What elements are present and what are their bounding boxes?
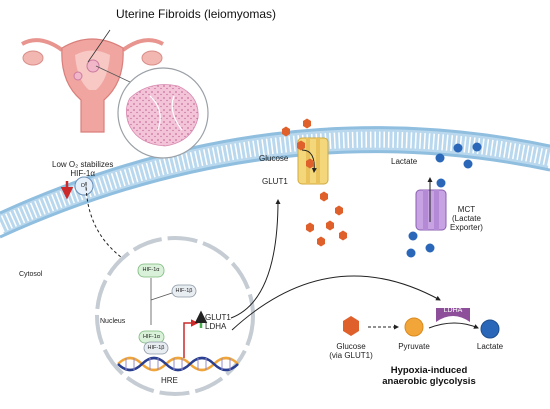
glucose-via-glut1-label: Glucose (via GLUT1) <box>329 342 373 361</box>
diagram-title: Uterine Fibroids (leiomyomas) <box>116 7 277 21</box>
glut1-label: GLUT1 <box>262 177 288 186</box>
nucleus-label: Nucleus <box>100 318 126 325</box>
pyruvate-circle <box>404 317 424 337</box>
ldha-enzyme-label: LDHA <box>443 307 463 314</box>
target-genes-label: GLUT1 LDHA <box>205 313 231 332</box>
pyruvate-label: Pyruvate <box>398 342 430 351</box>
transcription-arrow <box>183 319 199 358</box>
hif-connector-2 <box>150 292 173 301</box>
glucose-molecules <box>282 118 347 247</box>
uterus-illustration <box>21 38 164 133</box>
low-oxygen-note: Low O₂ stabilizes HIF-1α <box>52 160 114 179</box>
ldha-expression-arrow <box>231 275 441 331</box>
nucleus <box>95 236 255 396</box>
hif1a-protein-cytosol <box>137 263 165 278</box>
hif1a-label: HIF-1α <box>142 267 160 273</box>
hif1b-dimer-label: HIF-1β <box>147 345 165 351</box>
o2-symbol-label: O₂ <box>80 183 88 189</box>
glucose-uptake-arrow <box>301 149 317 173</box>
hre-label: HRE <box>161 376 178 385</box>
lactate-molecules <box>406 142 482 258</box>
glucose-pathway-hexagon <box>343 316 359 336</box>
hif1b-protein <box>171 284 197 298</box>
pyruvate-to-lactate-arrow <box>428 322 479 329</box>
mct-transporter <box>415 189 447 231</box>
pathway-title: Hypoxia-induced anaerobic glycolysis <box>382 365 476 387</box>
glut1-expression-arrow <box>230 199 281 319</box>
hif1b-dimer <box>143 341 169 355</box>
glucose-label: Glucose <box>259 154 289 163</box>
fibroid-histology-circle <box>117 67 209 159</box>
lactate-label: Lactate <box>391 157 418 166</box>
title-pointer-line <box>87 29 111 63</box>
ldha-enzyme <box>436 308 470 322</box>
lactate-product-circle <box>480 319 500 339</box>
zoom-pointer-line <box>95 65 131 83</box>
lactate-product-label: Lactate <box>476 342 504 351</box>
cytosol-label: Cytosol <box>19 271 43 278</box>
hif1a-dimer-label: HIF-1α <box>143 334 160 340</box>
hif1b-label: HIF-1β <box>175 288 193 294</box>
low-oxygen-indicator <box>60 176 94 200</box>
mct-label: MCT (Lactate Exporter) <box>450 205 483 233</box>
dna-helix <box>117 356 239 372</box>
